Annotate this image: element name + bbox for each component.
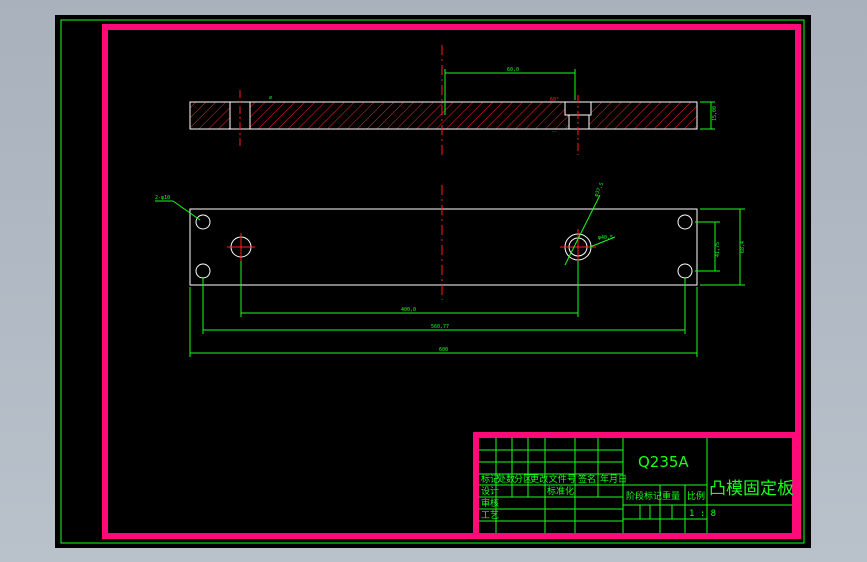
outer-border <box>60 19 805 544</box>
hole-callout: 2-φ10 <box>155 195 170 201</box>
row-header-date: 年月日 <box>600 473 627 485</box>
weight-label: 重量 <box>662 490 680 502</box>
row-header-sign: 签名 <box>578 473 596 485</box>
designer-label: 设计 <box>481 485 499 497</box>
scale-label: 比例 <box>687 490 705 502</box>
cad-drawing: 60,0 15,00 ∅ 60° —— 2-φ10 φ37,5 <box>60 19 805 544</box>
dim-top-partial: 60,0 <box>507 67 519 73</box>
dim-center-dist: 400,0 <box>401 307 416 313</box>
material: Q235A <box>638 453 689 471</box>
stage-mark-label: 阶段标记 <box>626 490 662 502</box>
section-angle: 60° <box>550 97 559 103</box>
check-label: 审核 <box>481 497 499 509</box>
row-header-count: 处数 <box>497 473 515 485</box>
dim-overall-length: 600 <box>439 347 448 353</box>
dim-big-hole: φ37,5 <box>593 182 605 198</box>
dim-big-hole-inner: φ40,5 <box>598 235 613 241</box>
part-name: 凸模固定板 <box>709 479 794 499</box>
row-header-zone: 分区 <box>514 474 532 485</box>
section-mark: ∅ <box>269 95 272 101</box>
dim-thickness: 15,00 <box>712 106 718 121</box>
standardization-label: 标准化 <box>547 485 574 497</box>
drawing-sheet: 60,0 15,00 ∅ 60° —— 2-φ10 φ37,5 <box>55 15 811 548</box>
scale-value: 1 : 8 <box>689 509 716 519</box>
plan-view: 2-φ10 φ37,5 φ40,5 41,75 68,4 400,0 560,7… <box>155 182 746 357</box>
title-block: 标记 处数 分区 更改文件号 签名 年月日 设计 标准化 审核 工艺 阶段标记 … <box>473 432 798 539</box>
row-header-mark: 标记 <box>481 473 499 485</box>
dim-outer-height: 68,4 <box>740 241 746 253</box>
dim-inner-height: 41,75 <box>715 242 721 257</box>
row-header-change: 更改文件号 <box>530 473 576 485</box>
section-leader: —— <box>552 129 557 134</box>
drawing-frame <box>102 24 801 539</box>
dim-hole-dist: 560,77 <box>431 324 449 330</box>
section-view: 60,0 15,00 ∅ 60° —— <box>189 45 718 155</box>
process-label: 工艺 <box>481 510 499 521</box>
